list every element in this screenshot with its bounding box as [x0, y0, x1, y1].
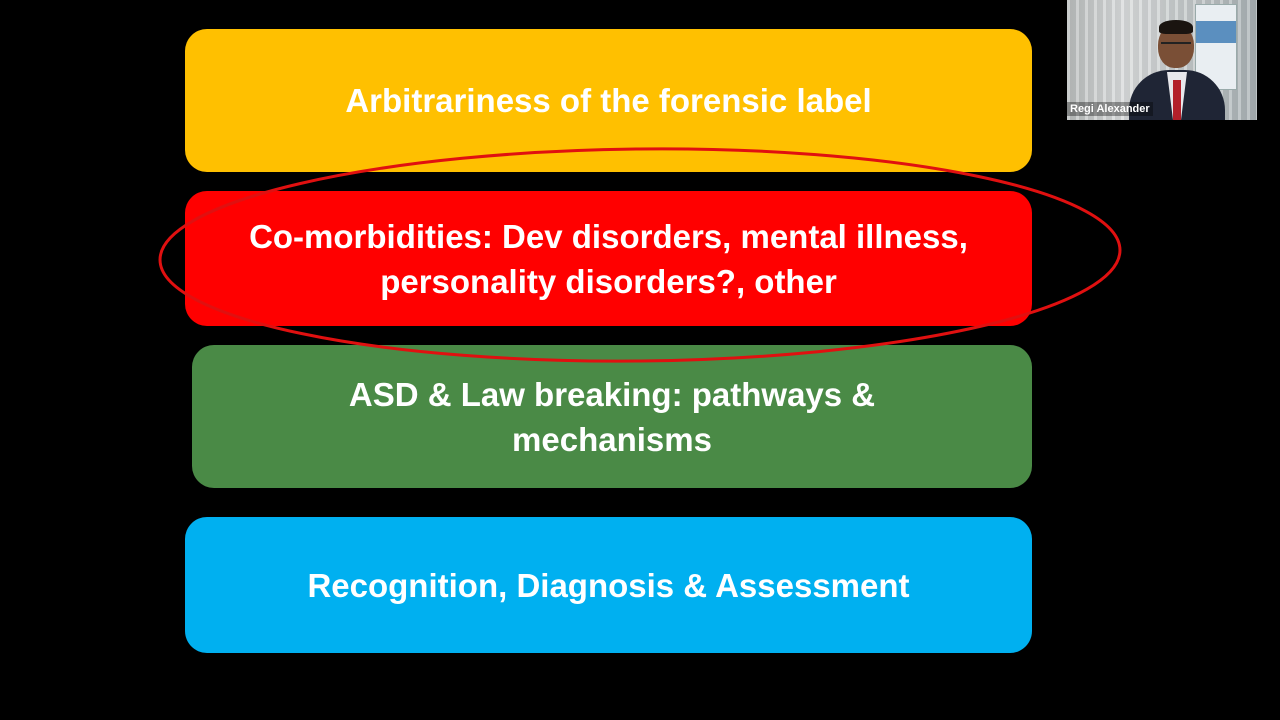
participant-tie: [1173, 80, 1181, 120]
topic-box-recognition: Recognition, Diagnosis & Assessment: [185, 517, 1032, 653]
poster-band: [1196, 21, 1236, 43]
participant-glasses: [1161, 42, 1191, 51]
topic-box-asd-law-breaking: ASD & Law breaking: pathways & mechanism…: [192, 345, 1032, 488]
topic-box-text: Co-morbidities: Dev disorders, mental il…: [249, 214, 968, 304]
topic-box-text: ASD & Law breaking: pathways & mechanism…: [349, 372, 875, 462]
topic-box-comorbidities: Co-morbidities: Dev disorders, mental il…: [185, 191, 1032, 326]
topic-box-text: Arbitrariness of the forensic label: [345, 82, 872, 119]
topic-box-line-1: Co-morbidities: Dev disorders, mental il…: [249, 217, 968, 255]
topic-box-text: Recognition, Diagnosis & Assessment: [307, 566, 910, 604]
participant-hair: [1159, 20, 1193, 34]
participant-name-label: Regi Alexander: [1067, 102, 1153, 116]
topic-box-forensic-label: Arbitrariness of the forensic label: [185, 29, 1032, 172]
topic-box-line-2: personality disorders?, other: [380, 262, 837, 300]
topic-box-line-1: ASD & Law breaking: pathways &: [348, 375, 876, 413]
topic-box-line-2: mechanisms: [512, 420, 712, 458]
participant-video-tile[interactable]: Regi Alexander: [1067, 0, 1257, 120]
